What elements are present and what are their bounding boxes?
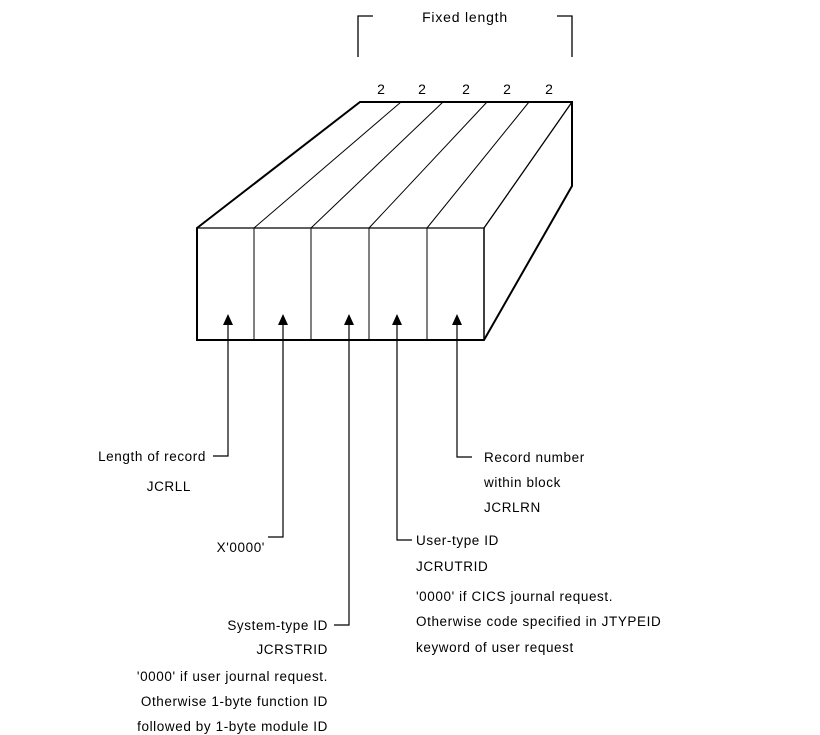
label-line: JCRLL bbox=[147, 479, 191, 494]
label-length-of-record: Length of record JCRLL bbox=[98, 449, 206, 494]
top-divider-2 bbox=[310, 101, 444, 229]
fixed-length-bracket bbox=[357, 15, 573, 57]
block-outline bbox=[196, 101, 573, 341]
arrow-up-icon bbox=[392, 314, 402, 325]
arrow-up-icon bbox=[452, 314, 462, 325]
field-width-4: 2 bbox=[503, 81, 511, 97]
top-divider-1 bbox=[253, 101, 402, 229]
field-width-1: 2 bbox=[377, 81, 385, 97]
arrowheads bbox=[223, 314, 462, 325]
label-line: JCRUTRID bbox=[416, 559, 488, 574]
label-line: X'0000' bbox=[217, 540, 265, 555]
right-top-edge bbox=[483, 101, 573, 229]
label-line: keyword of user request bbox=[416, 640, 574, 655]
label-line: System-type ID bbox=[227, 618, 328, 633]
label-line: '0000' if CICS journal request. bbox=[416, 589, 613, 604]
leader-length-of-record bbox=[213, 322, 229, 457]
record-block bbox=[196, 101, 573, 341]
arrow-up-icon bbox=[344, 314, 354, 325]
label-line: Otherwise code specified in JTYPEID bbox=[416, 614, 661, 629]
arrow-up-icon bbox=[223, 314, 233, 325]
leader-system-type-id bbox=[334, 322, 350, 626]
leader-record-number bbox=[456, 322, 472, 458]
field-width-5: 2 bbox=[545, 81, 553, 97]
label-line: JCRSTRID bbox=[256, 642, 328, 657]
label-line: JCRLRN bbox=[484, 500, 541, 515]
leader-x-zeros bbox=[268, 322, 284, 538]
top-divider-4 bbox=[426, 101, 530, 229]
fixed-length-title: Fixed length bbox=[422, 9, 508, 25]
label-line: User-type ID bbox=[416, 533, 499, 548]
field-width-3: 2 bbox=[462, 81, 470, 97]
label-line: within block bbox=[483, 475, 561, 490]
label-line: followed by 1-byte module ID bbox=[137, 719, 328, 734]
label-line: Otherwise 1-byte function ID bbox=[141, 694, 328, 709]
label-record-number: Record number within block JCRLRN bbox=[483, 450, 585, 515]
label-system-type-id: System-type ID JCRSTRID '0000' if user j… bbox=[137, 618, 328, 734]
leader-lines bbox=[213, 322, 472, 626]
label-user-type-id: User-type ID JCRUTRID '0000' if CICS jou… bbox=[416, 533, 661, 655]
field-width-2: 2 bbox=[418, 81, 426, 97]
label-line: Record number bbox=[484, 450, 585, 465]
leader-user-type-id bbox=[396, 322, 412, 541]
label-x-zeros: X'0000' bbox=[217, 540, 265, 555]
label-line: Length of record bbox=[98, 449, 206, 464]
label-line: '0000' if user journal request. bbox=[137, 669, 328, 684]
field-width-labels: 2 2 2 2 2 bbox=[377, 81, 553, 97]
top-divider-3 bbox=[368, 101, 488, 229]
arrow-up-icon bbox=[278, 314, 288, 325]
